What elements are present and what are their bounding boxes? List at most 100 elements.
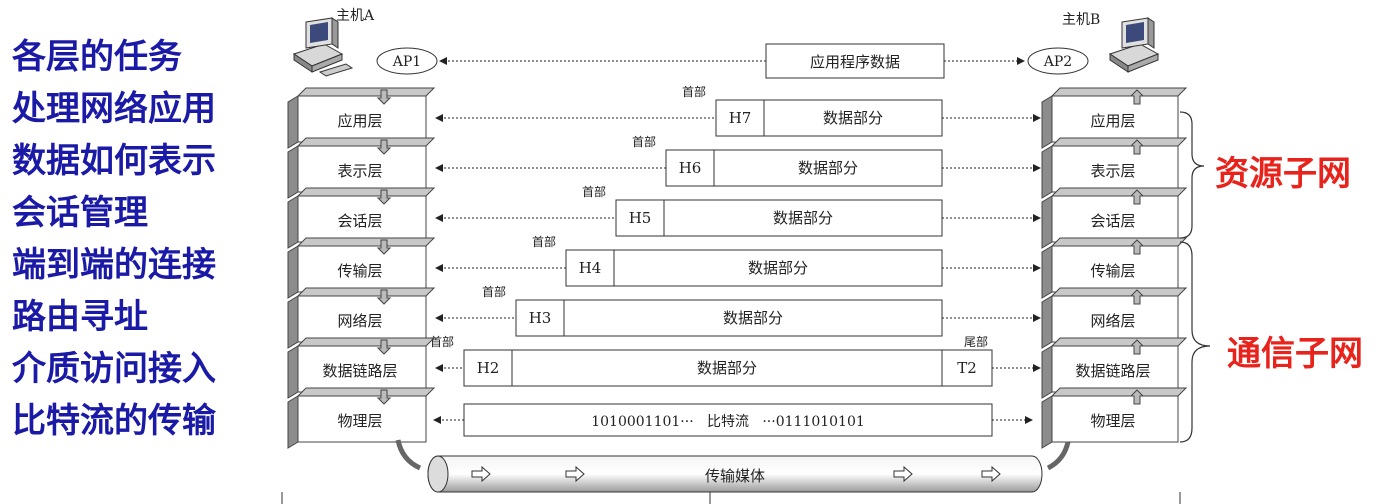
host-a-layer-label: 网络层 (337, 312, 382, 330)
pdu-box (463, 349, 993, 387)
data-part-label: 数据部分 (748, 259, 808, 277)
up-arrow-icon (1129, 139, 1145, 155)
ap1-ellipse (376, 47, 438, 75)
task-item: 比特流的传输 (12, 401, 216, 441)
task-item: 路由寻址 (12, 297, 148, 337)
down-arrow-icon (376, 239, 392, 255)
trailer-label: T2 (957, 359, 977, 377)
host-a-layer-label: 传输层 (337, 262, 382, 280)
up-arrow-icon (1129, 189, 1145, 205)
host-a-to-medium-arrow (395, 439, 422, 471)
header-label: H3 (529, 309, 552, 327)
transmission-medium-pipe (427, 455, 1043, 493)
transmission-medium-label: 传输媒体 (705, 467, 765, 485)
communication-subnet-brace (1179, 241, 1211, 443)
medium-arrow-icon (471, 465, 491, 483)
host-b-layer-box: 传输层 (1041, 237, 1188, 299)
header-caption: 首部 (482, 284, 506, 299)
pdu-box (715, 99, 943, 137)
host-b-layer-label: 物理层 (1090, 412, 1135, 430)
host-a-layer-box: 传输层 (287, 237, 436, 299)
up-arrow-icon (1129, 389, 1145, 405)
host-a-layer-label: 表示层 (337, 162, 382, 180)
header-caption: 首部 (582, 184, 606, 199)
bitstream-label: 1010001101··· 比特流 ···0111010101 (591, 414, 865, 430)
pdu-row: 首部 H3 数据部分 (435, 284, 1041, 337)
task-item: 会话管理 (12, 193, 148, 233)
task-item: 数据如何表示 (12, 141, 216, 181)
pdu-box (665, 149, 943, 187)
down-arrow-icon (376, 139, 392, 155)
header-label: H2 (477, 359, 500, 377)
host-a-layer-label: 物理层 (337, 412, 382, 430)
header-label: H5 (629, 209, 652, 227)
task-item: 处理网络应用 (12, 89, 216, 129)
computer-icon-host-b (1108, 17, 1160, 73)
host-b-layer-label: 网络层 (1090, 312, 1135, 330)
resource-subnet-label: 资源子网 (1215, 154, 1351, 194)
host-a-layer-box: 应用层 (287, 87, 436, 149)
host-b-layer-label: 传输层 (1090, 262, 1135, 280)
ap2-ellipse (1027, 47, 1089, 75)
host-a-layer-label: 应用层 (337, 112, 382, 130)
pdu-row: 首部 H6 数据部分 (435, 134, 1041, 187)
data-part-label: 数据部分 (773, 209, 833, 227)
task-item: 端到端的连接 (12, 245, 216, 285)
host-a-layer-label: 会话层 (337, 212, 382, 230)
host-a-layer-box: 物理层 (287, 387, 436, 449)
up-arrow-icon (1129, 239, 1145, 255)
host-b-layer-box: 数据链路层 (1041, 337, 1188, 399)
host-b-label: 主机B (1062, 12, 1100, 28)
up-arrow-icon (1129, 339, 1145, 355)
host-a-layer-box: 表示层 (287, 137, 436, 199)
up-arrow-icon (1129, 89, 1145, 105)
pdu-box (565, 249, 943, 287)
header-caption: 首部 (682, 84, 706, 99)
application-data-box (765, 43, 945, 79)
host-b-layer-box: 网络层 (1041, 287, 1188, 349)
host-b-layer-box: 会话层 (1041, 187, 1188, 249)
data-part-label: 数据部分 (723, 309, 783, 327)
data-part-label: 数据部分 (697, 359, 757, 377)
host-a-layer-label: 数据链路层 (322, 362, 397, 380)
pdu-box (515, 299, 943, 337)
host-b-layer-label: 应用层 (1090, 112, 1135, 130)
pdu-box (615, 199, 943, 237)
data-part-label: 数据部分 (798, 159, 858, 177)
host-a-layer-box: 数据链路层 (287, 337, 436, 399)
medium-arrow-icon (893, 465, 913, 483)
host-a-label: 主机A (336, 8, 375, 24)
down-arrow-icon (376, 389, 392, 405)
host-a-layer-box: 网络层 (287, 287, 436, 349)
ap2-label: AP2 (1043, 54, 1072, 70)
host-b-layer-label: 会话层 (1090, 212, 1135, 230)
header-caption: 首部 (430, 334, 454, 349)
task-item: 介质访问接入 (12, 349, 216, 389)
host-b-layer-label: 数据链路层 (1075, 362, 1150, 380)
pdu-row: 首部 H4 数据部分 (435, 234, 1041, 287)
communication-subnet-label: 通信子网 (1227, 334, 1363, 374)
header-caption: 首部 (532, 234, 556, 249)
medium-arrow-icon (565, 465, 585, 483)
medium-arrow-icon (981, 465, 1001, 483)
header-label: H4 (579, 259, 602, 277)
host-b-layer-label: 表示层 (1090, 162, 1135, 180)
header-caption: 首部 (632, 134, 656, 149)
trailer-caption: 尾部 (964, 334, 988, 349)
pdu-row: 首部 H7 数据部分 (435, 84, 1041, 137)
header-label: H7 (729, 109, 752, 127)
down-arrow-icon (376, 339, 392, 355)
down-arrow-icon (376, 189, 392, 205)
header-label: H6 (679, 159, 702, 177)
ap1-label: AP1 (392, 54, 421, 70)
application-data-label: 应用程序数据 (810, 53, 900, 71)
pdu-row: 首部 H5 数据部分 (435, 184, 1041, 237)
resource-subnet-brace (1179, 111, 1205, 239)
down-arrow-icon (376, 289, 392, 305)
data-part-label: 数据部分 (823, 109, 883, 127)
